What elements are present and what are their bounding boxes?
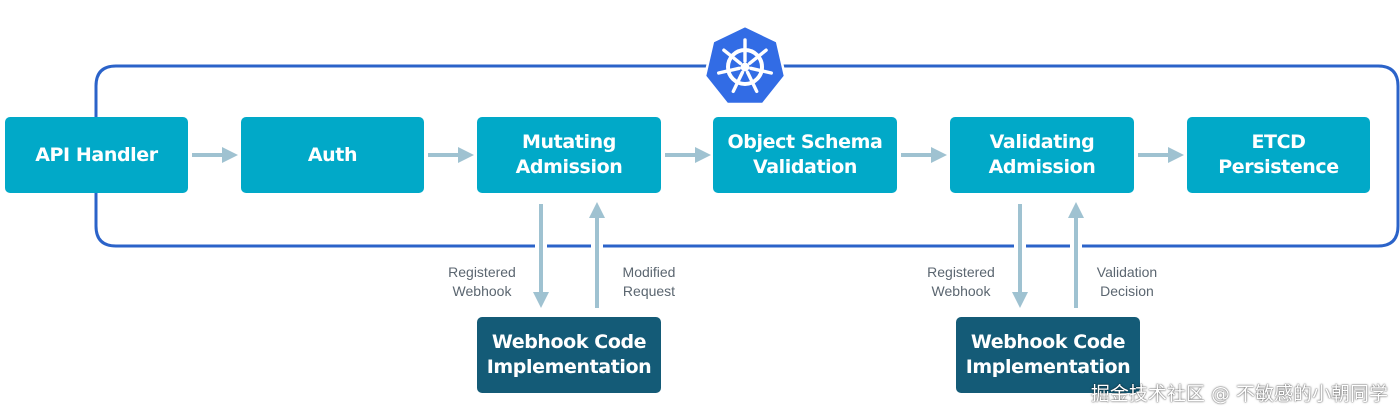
node-label: Validating Admission: [988, 131, 1096, 178]
flow-arrow: [665, 147, 711, 163]
auth-box: Auth: [241, 117, 424, 193]
api-handler-box: API Handler: [5, 117, 188, 193]
flow-arrow: [428, 147, 474, 163]
registered-webhook-label: Registered Webhook: [927, 264, 995, 299]
mutating-admission-box: Mutating Admission: [477, 117, 661, 193]
request-loop-line: [94, 64, 708, 117]
validating-webhook-box: Webhook Code Implementation: [956, 317, 1140, 393]
node-label: Auth: [307, 143, 358, 166]
flow-arrow: [1138, 147, 1184, 163]
node-label: Object Schema Validation: [727, 131, 883, 178]
registered-webhook-label: Registered Webhook: [448, 264, 516, 299]
node-label: Webhook Code Implementation: [486, 331, 652, 378]
webhook-up-arrow: [1068, 202, 1084, 308]
flow-arrow: [192, 147, 238, 163]
validation-decision-label: Validation Decision: [1096, 264, 1158, 299]
validating-admission-box: Validating Admission: [950, 117, 1134, 193]
kubernetes-helm-wheel-icon: [703, 24, 787, 106]
node-label: ETCD Persistence: [1218, 131, 1339, 178]
modified-request-label: Modified Request: [622, 264, 676, 299]
node-label: API Handler: [35, 143, 158, 166]
object-schema-validation-box: Object Schema Validation: [713, 117, 897, 193]
request-loop-line: [94, 64, 1400, 248]
mutating-webhook-box: Webhook Code Implementation: [477, 317, 661, 393]
node-label: Webhook Code Implementation: [965, 331, 1131, 378]
watermark-text: 掘金技术社区 @ 不敏感的小朝同学: [1090, 383, 1388, 405]
flow-arrow: [901, 147, 947, 163]
webhook-up-arrow: [589, 202, 605, 308]
etcd-persistence-box: ETCD Persistence: [1187, 117, 1370, 193]
node-label: Mutating Admission: [515, 131, 623, 178]
